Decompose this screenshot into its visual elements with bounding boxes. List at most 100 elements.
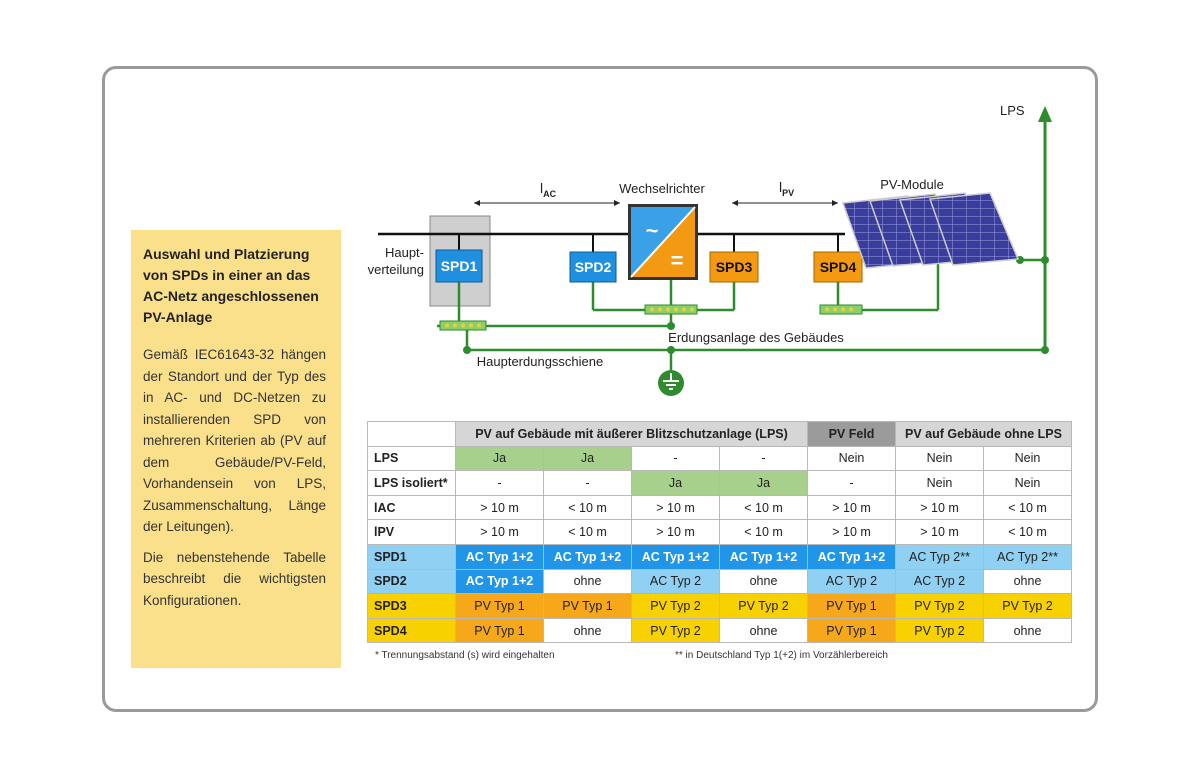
table-row: lAC > 10 m < 10 m > 10 m < 10 m > 10 m >… xyxy=(367,494,1073,521)
svg-text:~: ~ xyxy=(646,218,659,243)
table-cell: PV Typ 2 xyxy=(982,593,1073,619)
lps-arrow-icon xyxy=(1038,106,1052,122)
table-cell: ohne xyxy=(982,568,1073,595)
table-cell: PV Typ 2 xyxy=(895,593,984,619)
spd2-label: SPD2 xyxy=(575,259,612,275)
header-no-lps: PV auf Gebäude ohne LPS xyxy=(894,421,1073,447)
lps-label: LPS xyxy=(1000,103,1025,118)
main-distribution-label-1: Haupt- xyxy=(385,245,424,260)
busbar-label: Haupterdungsschiene xyxy=(477,354,603,369)
row-label: LPS xyxy=(367,445,456,472)
table-cell: Nein xyxy=(807,445,896,472)
table-cell: Nein xyxy=(982,445,1073,472)
spd3-label: SPD3 xyxy=(716,259,753,275)
table-cell: Ja xyxy=(543,445,632,472)
spd1-label: SPD1 xyxy=(441,258,478,274)
table-cell: PV Typ 1 xyxy=(807,593,896,619)
table-cell: AC Typ 1+2 xyxy=(543,543,632,570)
table-cell: > 10 m xyxy=(631,494,720,521)
row-label: SPD2 xyxy=(367,568,456,595)
table-cell: Ja xyxy=(719,470,808,496)
earth-icon xyxy=(658,370,684,396)
table-row: SPD3 PV Typ 1 PV Typ 1 PV Typ 2 PV Typ 2… xyxy=(367,593,1073,619)
table-cell: AC Typ 2** xyxy=(895,543,984,570)
table-cell: ohne xyxy=(719,568,808,595)
table-cell: < 10 m xyxy=(982,519,1073,545)
table-corner-cell xyxy=(367,421,456,447)
table-cell: PV Typ 1 xyxy=(807,617,896,644)
info-paragraph-2: Die nebenstehende Tabelle beschreibt die… xyxy=(143,549,326,608)
table-cell: PV Typ 1 xyxy=(455,617,544,644)
table-cell: > 10 m xyxy=(807,519,896,545)
table-row: LPS Ja Ja - - Nein Nein Nein xyxy=(367,445,1073,472)
info-paragraph-1: Gemäß IEC61643-32 hängen der Standort un… xyxy=(143,347,326,534)
table-cell: AC Typ 2** xyxy=(982,543,1073,570)
table-cell: PV Typ 1 xyxy=(455,593,544,619)
spd3-box xyxy=(709,251,759,283)
table-cell: PV Typ 2 xyxy=(895,617,984,644)
pv-modules-icon xyxy=(841,192,1020,269)
table-cell: - xyxy=(543,470,632,496)
table-cell: > 10 m xyxy=(631,519,720,545)
main-distribution-label-2: verteilung xyxy=(368,262,424,277)
table-cell: Ja xyxy=(455,445,544,472)
table-cell: < 10 m xyxy=(543,494,632,521)
table-row: SPD4 PV Typ 1 ohne PV Typ 2 ohne PV Typ … xyxy=(367,617,1073,644)
table-cell: AC Typ 2 xyxy=(807,568,896,595)
table-row: LPS isoliert* - - Ja Ja - Nein Nein xyxy=(367,470,1073,496)
table-cell: AC Typ 2 xyxy=(631,568,720,595)
table-cell: AC Typ 1+2 xyxy=(455,568,544,595)
table-cell: AC Typ 1+2 xyxy=(719,543,808,570)
info-box-text: Gemäß IEC61643-32 hängen der Standort un… xyxy=(143,344,326,620)
grounding-label: Erdungsanlage des Gebäudes xyxy=(668,330,844,345)
table-cell: > 10 m xyxy=(895,519,984,545)
table-cell: > 10 m xyxy=(455,494,544,521)
table-cell: AC Typ 1+2 xyxy=(631,543,720,570)
table-cell: Nein xyxy=(982,470,1073,496)
table-cell: ohne xyxy=(719,617,808,644)
table-cell: Nein xyxy=(895,445,984,472)
table-cell: ohne xyxy=(543,568,632,595)
table-cell: ohne xyxy=(543,617,632,644)
table-cell: - xyxy=(631,445,720,472)
info-box xyxy=(131,230,341,668)
inverter-label: Wechselrichter xyxy=(619,181,705,196)
table-cell: < 10 m xyxy=(982,494,1073,521)
inverter-icon: ~ = xyxy=(628,204,698,280)
l-pv-label: lPV xyxy=(779,179,794,198)
table-cell: Ja xyxy=(631,470,720,496)
row-label: SPD1 xyxy=(367,543,456,570)
row-label: lPV xyxy=(367,519,456,545)
table-header-row: PV auf Gebäude mit äußerer Blitzschutzan… xyxy=(367,421,1073,447)
spd2-box xyxy=(569,251,617,283)
footnote-separation: * Trennungsabstand (s) wird eingehalten xyxy=(375,650,555,661)
terminal-bar-inverter xyxy=(644,304,698,315)
spd1-box xyxy=(435,249,483,283)
svg-text:=: = xyxy=(671,248,684,273)
table-row: SPD1 AC Typ 1+2 AC Typ 1+2 AC Typ 1+2 AC… xyxy=(367,543,1073,570)
table-row: lPV > 10 m < 10 m > 10 m < 10 m > 10 m >… xyxy=(367,519,1073,545)
table-cell: ohne xyxy=(982,617,1073,644)
table-cell: PV Typ 2 xyxy=(631,593,720,619)
header-lps: PV auf Gebäude mit äußerer Blitzschutzan… xyxy=(455,421,808,447)
table-cell: - xyxy=(719,445,808,472)
table-cell: AC Typ 2 xyxy=(895,568,984,595)
table-cell: - xyxy=(807,470,896,496)
table-cell: > 10 m xyxy=(807,494,896,521)
table-cell: AC Typ 1+2 xyxy=(807,543,896,570)
table-cell: < 10 m xyxy=(543,519,632,545)
spd4-label: SPD4 xyxy=(820,259,857,275)
row-label: LPS isoliert* xyxy=(367,470,456,496)
table-cell: - xyxy=(455,470,544,496)
table-cell: AC Typ 1+2 xyxy=(455,543,544,570)
table-cell: PV Typ 2 xyxy=(719,593,808,619)
spd-wiring-diagram: LPS xyxy=(368,103,1052,396)
table-cell: Nein xyxy=(895,470,984,496)
table-cell: PV Typ 2 xyxy=(631,617,720,644)
pv-modules-label: PV-Module xyxy=(880,177,944,192)
row-label: lAC xyxy=(367,494,456,521)
table-cell: PV Typ 1 xyxy=(543,593,632,619)
l-ac-label: lAC xyxy=(540,180,557,199)
row-label: SPD3 xyxy=(367,593,456,619)
table-cell: < 10 m xyxy=(719,494,808,521)
